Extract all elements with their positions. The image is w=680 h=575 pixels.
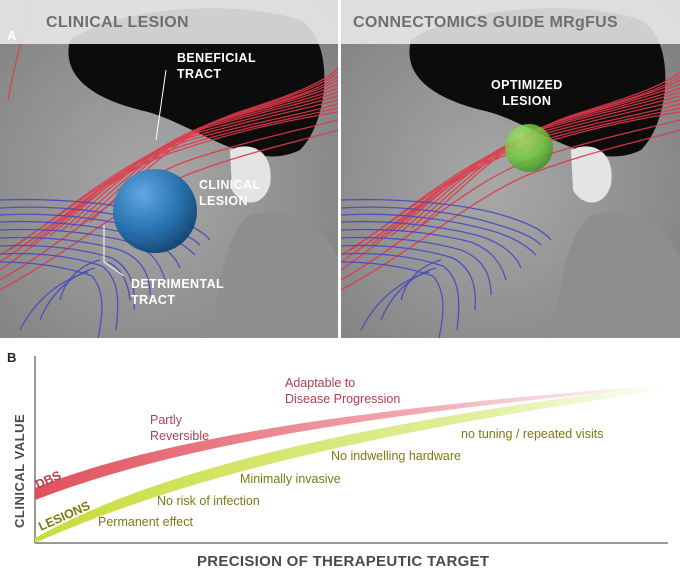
optimized-lesion-panel: CONNECTOMICS GUIDE MRgFUS OPTIMIZED LESI… bbox=[341, 0, 680, 338]
detrimental-line1: DETRIMENTAL bbox=[131, 277, 225, 291]
value-curves bbox=[34, 356, 668, 544]
optimized-lesion-scan bbox=[341, 0, 680, 338]
no-tuning-text: no tuning / repeated visits bbox=[461, 427, 604, 441]
optimized-lesion-label: OPTIMIZED LESION bbox=[491, 77, 563, 109]
beneficial-line2: TRACT bbox=[177, 67, 222, 81]
panel-a-letter: A bbox=[7, 28, 17, 43]
detrimental-line2: TRACT bbox=[131, 293, 176, 307]
clinical-lesion-sphere bbox=[113, 169, 197, 253]
optimized-lesion-sphere bbox=[505, 124, 553, 172]
clinical-lesion-panel: CLINICAL LESION BENEFICIAL TRACT CLINICA… bbox=[0, 0, 338, 338]
right-title-bar bbox=[341, 0, 680, 44]
clinical-line1: CLINICAL bbox=[199, 178, 261, 192]
right-panel-title: CONNECTOMICS GUIDE MRgFUS bbox=[353, 14, 618, 31]
x-axis-label: PRECISION OF THERAPEUTIC TARGET bbox=[197, 553, 490, 570]
partly-line2: Reversible bbox=[150, 429, 210, 443]
partly-reversible-text: Partly Reversible bbox=[150, 412, 209, 444]
permanent-effect-text: Permanent effect bbox=[98, 515, 193, 529]
bright-tissue-right bbox=[571, 146, 612, 203]
adaptable-line1: Adaptable to bbox=[285, 376, 356, 390]
clinical-lesion-scan bbox=[0, 0, 338, 338]
no-infection-text: No risk of infection bbox=[157, 494, 260, 508]
lower-tissue-right bbox=[551, 212, 680, 338]
panel-b-letter: B bbox=[7, 350, 17, 365]
detrimental-pointer bbox=[103, 225, 125, 277]
lower-tissue bbox=[210, 212, 338, 338]
clinical-line2: LESION bbox=[199, 194, 248, 208]
left-panel-title: CLINICAL LESION bbox=[46, 14, 189, 31]
bright-tissue bbox=[230, 146, 271, 203]
left-title-bar bbox=[0, 0, 338, 44]
minimally-invasive-text: Minimally invasive bbox=[240, 472, 341, 486]
panel-b: B CLINICAL VALUE PRECISION OF THERAPEUTI… bbox=[0, 338, 680, 575]
no-hardware-text: No indwelling hardware bbox=[331, 449, 461, 463]
clinical-lesion-label: CLINICAL LESION bbox=[199, 177, 261, 209]
beneficial-pointer bbox=[155, 69, 167, 141]
beneficial-tract-label: BENEFICIAL TRACT bbox=[177, 50, 256, 82]
y-axis-label: CLINICAL VALUE bbox=[12, 413, 27, 528]
optimized-line1: OPTIMIZED bbox=[491, 78, 563, 92]
partly-line1: Partly bbox=[150, 413, 182, 427]
beneficial-line1: BENEFICIAL bbox=[177, 51, 256, 65]
adaptable-text: Adaptable to Disease Progression bbox=[285, 375, 400, 407]
detrimental-tract-fibers-right bbox=[341, 198, 552, 338]
optimized-line2: LESION bbox=[502, 94, 552, 108]
detrimental-tract-label: DETRIMENTAL TRACT bbox=[131, 276, 224, 308]
panel-a: CLINICAL LESION BENEFICIAL TRACT CLINICA… bbox=[0, 0, 680, 338]
adaptable-line2: Disease Progression bbox=[285, 392, 401, 406]
